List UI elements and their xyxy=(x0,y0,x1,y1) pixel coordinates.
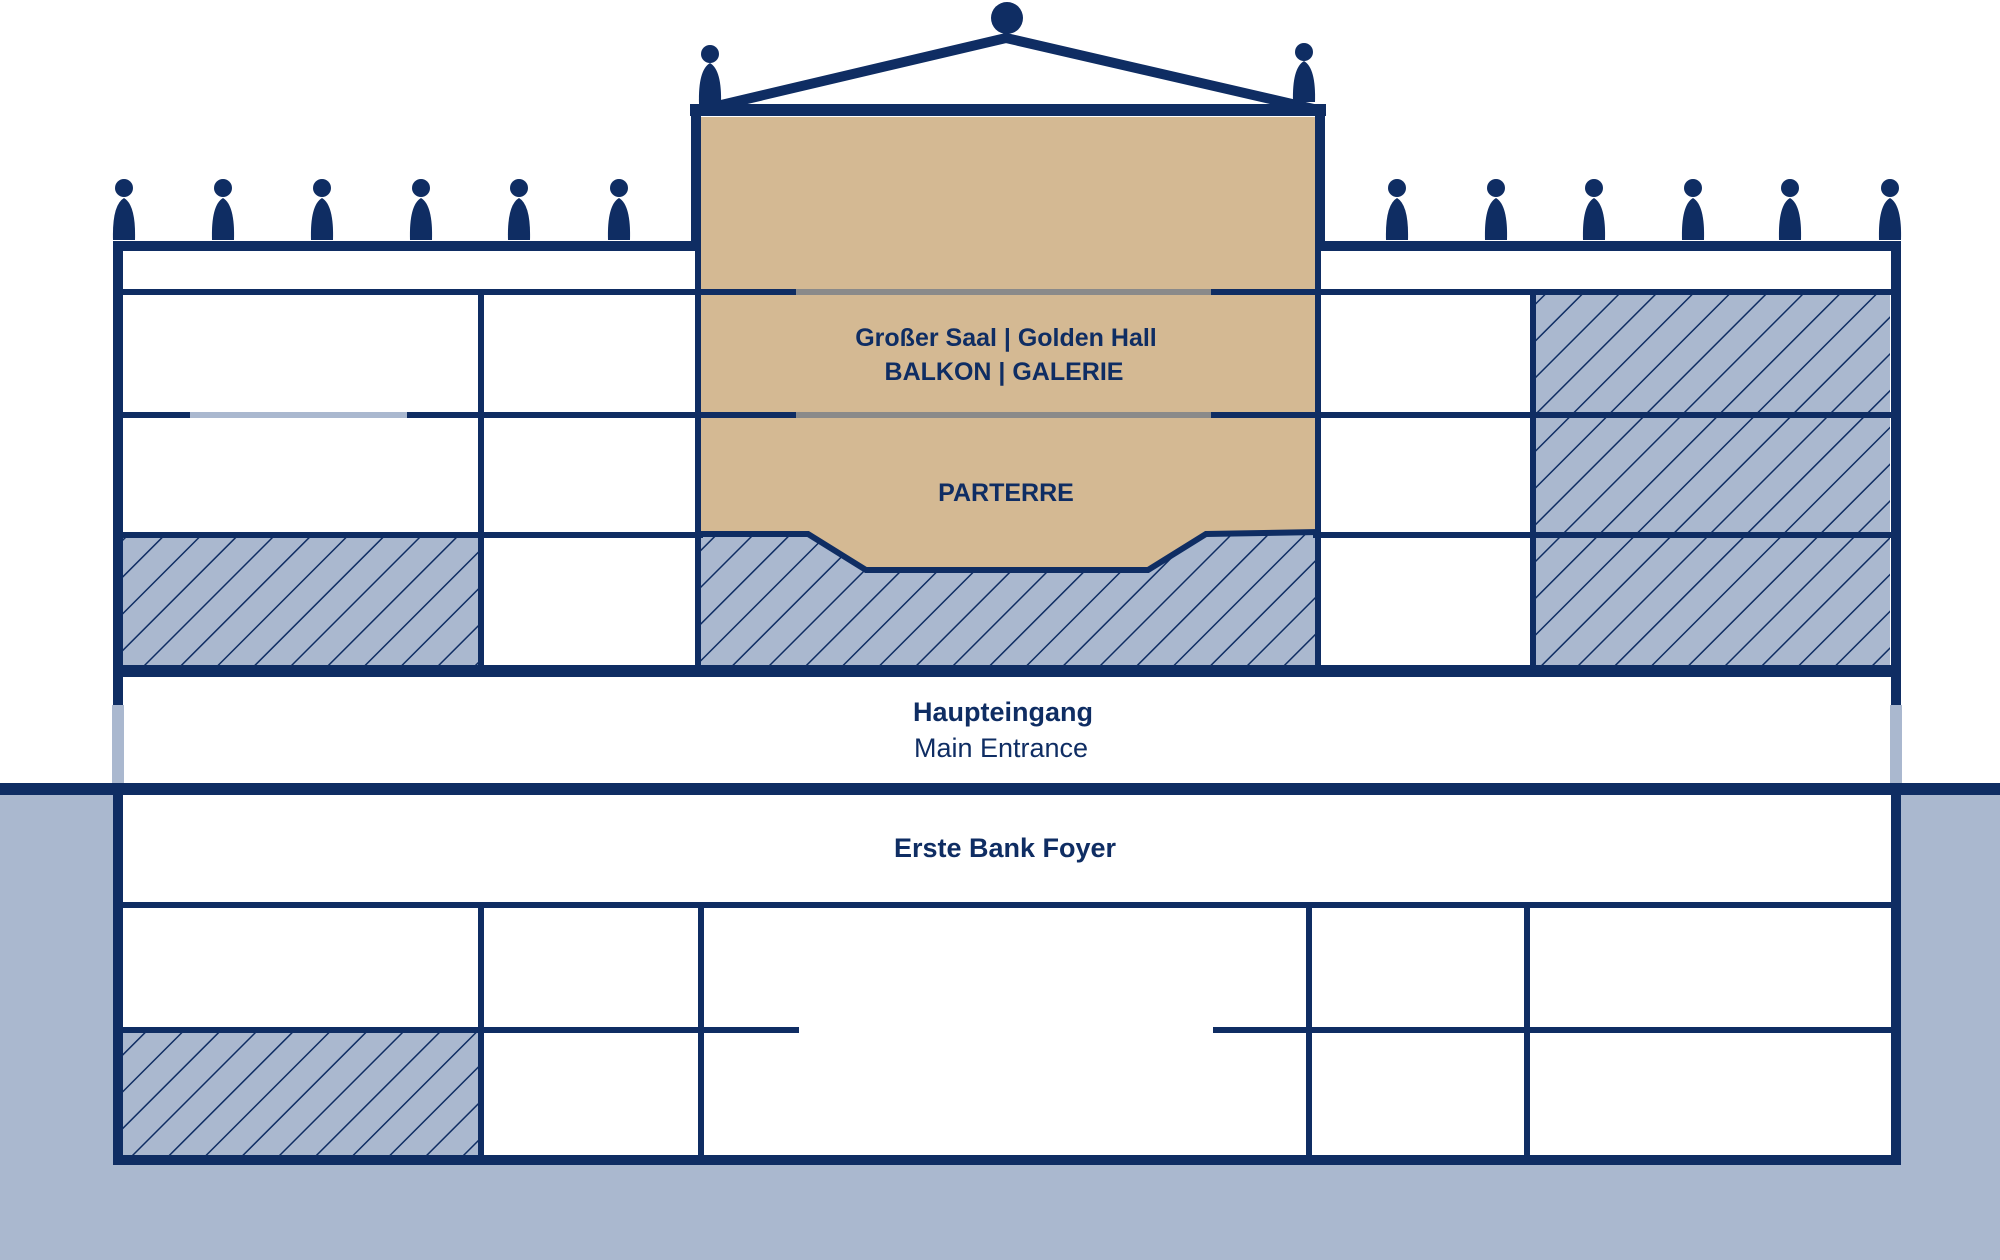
balcony-gallery-label: BALKON | GALERIE xyxy=(885,358,1124,386)
hatched-area-center-below-hall xyxy=(700,535,1316,665)
statue-icon xyxy=(409,179,433,240)
main-entrance-label-en: Main Entrance xyxy=(914,733,1088,763)
statue-icon xyxy=(1484,179,1508,240)
basement-outline xyxy=(113,789,1901,1165)
statue-icon xyxy=(698,45,722,104)
entrance-gap-left xyxy=(112,705,124,789)
statue-icon xyxy=(1878,179,1902,240)
statue-icon xyxy=(211,179,235,240)
pediment-finial-icon xyxy=(991,2,1023,34)
statue-icon xyxy=(1292,43,1316,102)
main-entrance-label-de: Haupteingang xyxy=(913,697,1093,727)
statues-row xyxy=(112,43,1902,240)
statue-icon xyxy=(310,179,334,240)
foyer-label: Erste Bank Foyer xyxy=(894,833,1117,863)
basement-walls xyxy=(119,902,1893,1159)
statue-icon xyxy=(607,179,631,240)
statue-icon xyxy=(1778,179,1802,240)
entrance-gap-right xyxy=(1890,705,1902,789)
statue-icon xyxy=(1582,179,1606,240)
statue-icon xyxy=(112,179,136,240)
parterre-label: PARTERRE xyxy=(938,479,1074,507)
hatched-area-left-upper xyxy=(122,535,478,665)
upper-floor-walls xyxy=(119,243,1893,668)
statue-icon xyxy=(507,179,531,240)
statue-icon xyxy=(1385,179,1409,240)
golden-hall-fill xyxy=(696,117,1318,568)
golden-hall-label: Großer Saal | Golden Hall xyxy=(855,324,1157,352)
building-outline-left xyxy=(113,114,701,705)
statue-icon xyxy=(1681,179,1705,240)
hatched-area-left-basement xyxy=(122,1030,478,1156)
building-outline-right xyxy=(1315,114,1901,705)
hatched-area-right-upper xyxy=(1533,292,1890,665)
roof-pediment xyxy=(698,32,1320,115)
